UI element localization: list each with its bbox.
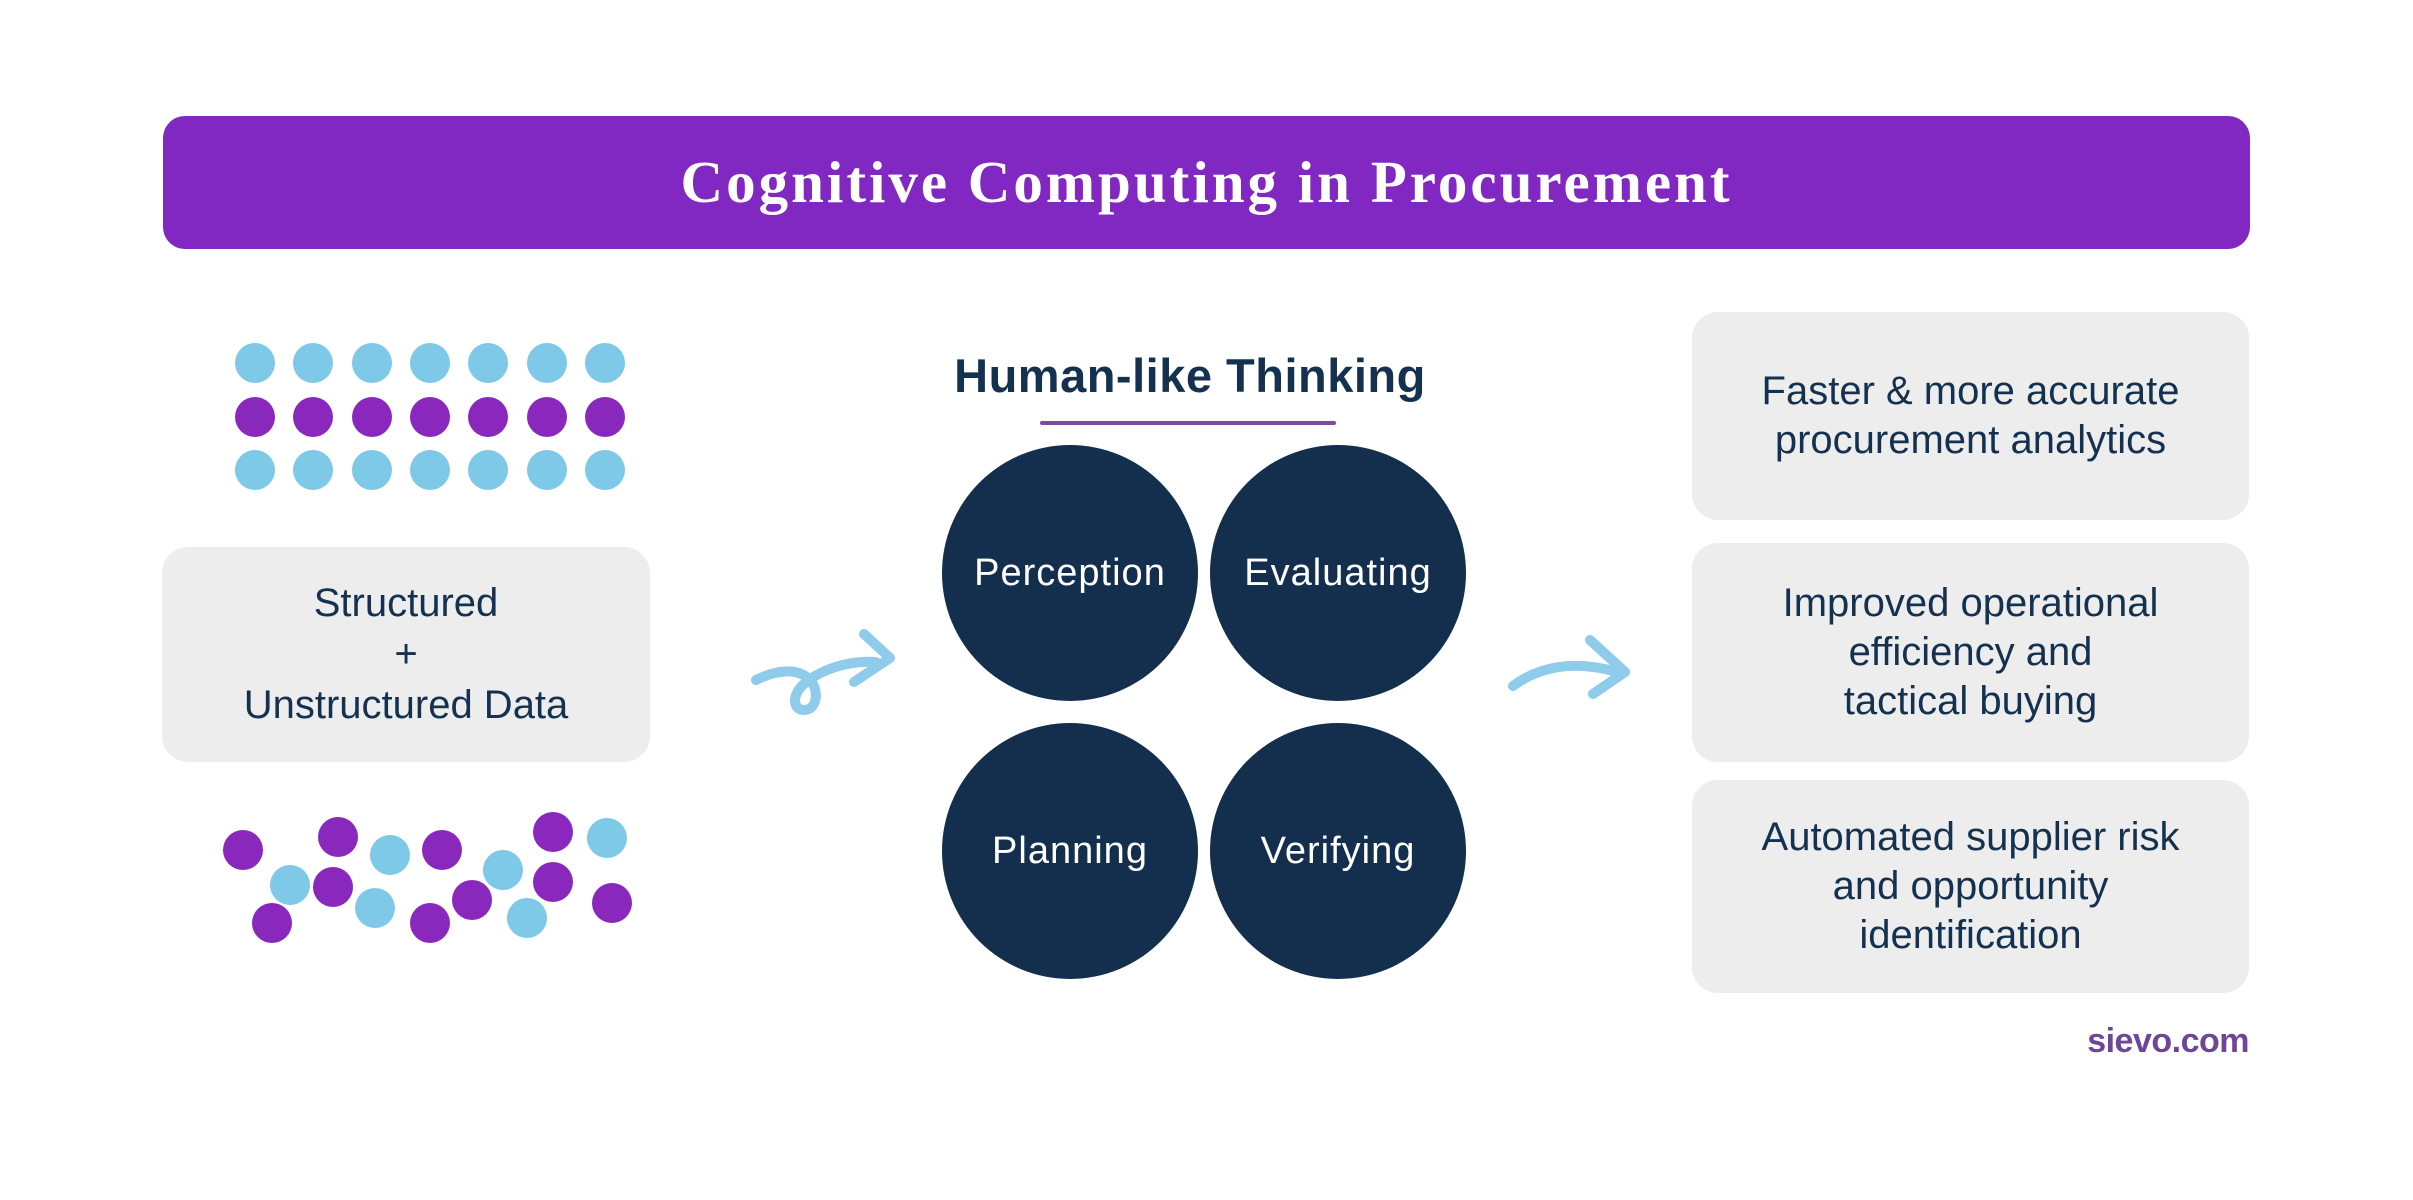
section-title-underline [1040,421,1336,425]
dot [355,888,395,928]
dot [293,343,334,383]
dot [587,818,627,858]
benefit-text: Improved operational efficiency and tact… [1782,581,2159,723]
dot [410,903,450,943]
dot [235,450,275,491]
benefit-card-risk: Automated supplier risk and opportunity … [1692,780,2249,993]
title-banner: Cognitive Computing in Procurement [163,116,2250,249]
dot [584,343,625,383]
circle-verifying: Verifying [1210,723,1466,979]
dot [526,450,567,491]
dot [526,396,567,437]
benefit-card-analytics: Faster & more accurate procurement analy… [1692,312,2249,520]
website-label: sievo.com [2087,1022,2249,1060]
dot [409,396,450,437]
page-title: Cognitive Computing in Procurement [680,149,1733,215]
dot [533,862,573,902]
circle-perception: Perception [942,445,1198,701]
dot [409,343,450,383]
dot [270,865,310,905]
data-sources-card: Structured + Unstructured Data [162,547,650,762]
benefit-card-efficiency: Improved operational efficiency and tact… [1692,543,2249,762]
dot [223,830,263,870]
dot [293,450,334,491]
dot [468,343,509,383]
curved-arrow-right-icon [1508,635,1630,699]
data-sources-label: Structured + Unstructured Data [243,580,569,728]
benefit-text: Automated supplier risk and opportunity … [1761,815,2180,957]
dot [468,450,509,491]
dot [370,835,410,875]
dot [483,850,523,890]
circle-planning: Planning [942,723,1198,979]
dot [452,880,492,920]
circle-evaluating: Evaluating [1210,445,1466,701]
dot [318,817,358,857]
dot [351,343,392,383]
dot [252,903,292,943]
dot [584,396,625,437]
dot [235,396,275,437]
dot [592,883,632,923]
dot [409,450,450,491]
dot [293,396,334,437]
dot [526,343,567,383]
dot [507,898,547,938]
dot [313,867,353,907]
dot [422,830,462,870]
dot [468,396,509,437]
dot [351,396,392,437]
dot [533,812,573,852]
loop-curl-arrow-right-icon [751,629,895,715]
dot [584,450,625,491]
dot [235,343,275,383]
dot [351,450,392,491]
section-title: Human-like Thinking [954,349,1426,402]
benefit-text: Faster & more accurate procurement analy… [1761,369,2180,462]
